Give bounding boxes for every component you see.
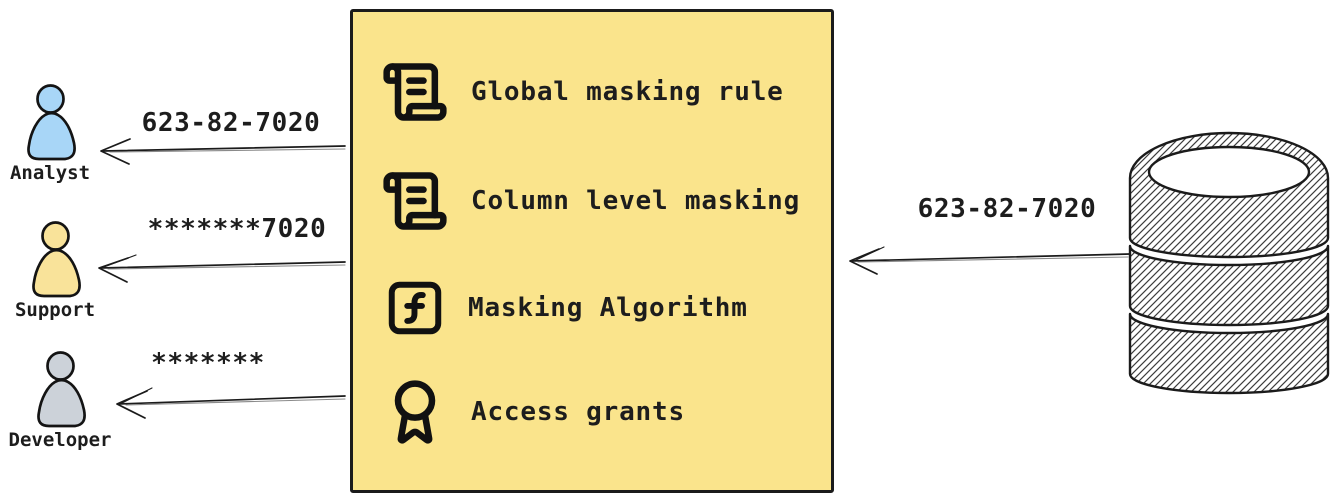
- box-item-global-masking-rule: Global masking rule: [353, 58, 831, 126]
- database-cylinder-icon: [1128, 131, 1330, 395]
- persona-support: Support: [3, 221, 107, 321]
- box-item-label: Masking Algorithm: [468, 293, 748, 323]
- arrow-db-to-box: [849, 246, 1131, 275]
- persona-name-analyst: Analyst: [9, 162, 91, 184]
- arrow-box-to-support: [98, 254, 346, 283]
- masked-value-analyst: 623-82-7020: [141, 108, 321, 138]
- box-item-label: Column level masking: [471, 186, 801, 216]
- award-icon: [394, 380, 436, 444]
- masking-box: Global masking rule Column level masking…: [350, 9, 834, 493]
- persona-developer: Developer: [8, 351, 112, 451]
- persona-name-support: Support: [14, 299, 96, 321]
- box-item-label: Global masking rule: [471, 77, 784, 107]
- persona-analyst: Analyst: [0, 84, 102, 184]
- arrow-box-to-developer: [116, 387, 346, 419]
- scroll-text-icon: [383, 63, 447, 121]
- user-support-icon: [32, 221, 81, 298]
- scroll-text-icon: [383, 172, 447, 230]
- user-analyst-icon: [27, 84, 76, 161]
- masked-value-support: *******7020: [147, 214, 327, 244]
- box-item-access-grants: Access grants: [353, 378, 831, 446]
- function-square-icon: [388, 281, 442, 335]
- arrow-box-to-analyst: [100, 138, 346, 165]
- user-developer-icon: [37, 351, 86, 428]
- box-item-column-level-masking: Column level masking: [353, 167, 831, 235]
- box-item-label: Access grants: [471, 397, 685, 427]
- db-outgoing-value: 623-82-7020: [917, 194, 1097, 224]
- box-item-masking-algorithm: Masking Algorithm: [353, 274, 831, 342]
- masked-value-developer: *******: [151, 348, 265, 378]
- persona-name-developer: Developer: [8, 429, 112, 451]
